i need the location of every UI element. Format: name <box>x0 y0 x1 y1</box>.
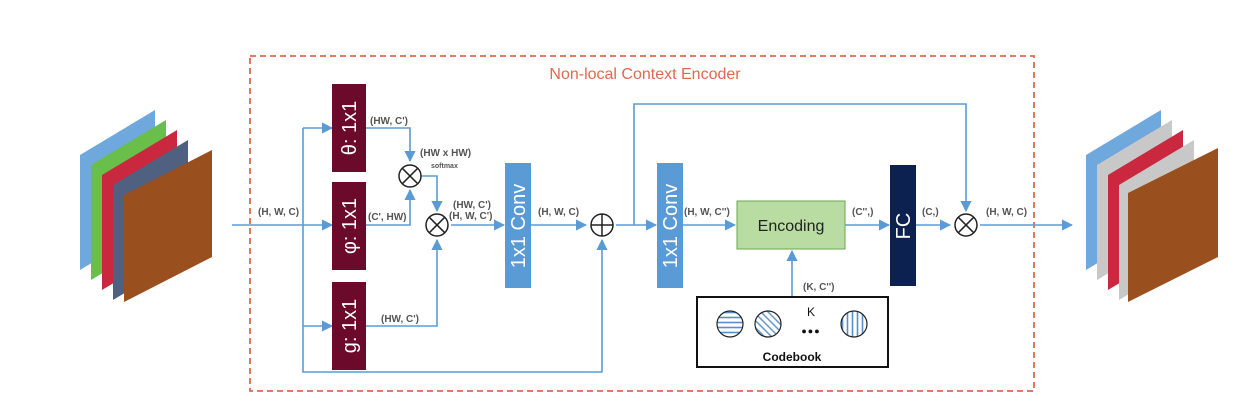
dim-final: (H, W, C) <box>986 207 1027 218</box>
input-feature-map <box>80 110 212 302</box>
conv-block-1-label: 1x1 Conv <box>508 184 530 269</box>
encoding-block: Encoding <box>736 200 846 250</box>
multiply-op-value <box>425 213 449 237</box>
codebook-k-label: K <box>807 305 815 319</box>
g-block: g: 1x1 <box>332 282 366 370</box>
dim-conv-out: (H, W, C) <box>538 207 579 218</box>
dim-phi-out: (C', HW) <box>368 212 406 223</box>
encoder-border <box>249 55 1035 392</box>
dim-mul-out-1: (HW, C') <box>453 200 491 211</box>
dim-fc-out: (C,) <box>922 207 939 218</box>
fc-block: FC <box>890 165 916 286</box>
codebook-label: Codebook <box>763 350 822 364</box>
add-op <box>590 213 614 237</box>
multiply-op-attention <box>398 164 422 188</box>
theta-block: θ: 1x1 <box>332 84 366 172</box>
multiply-op-scale <box>954 213 978 237</box>
conv-block-2: 1x1 Conv <box>657 163 683 288</box>
dim-conv2-out: (H, W, C'') <box>684 207 730 218</box>
connections <box>232 103 1074 373</box>
codebook: K ●●● Codebook <box>696 296 889 368</box>
phi-block: φ: 1x1 <box>332 182 366 270</box>
dim-codebook-in: (K, C'') <box>803 282 834 293</box>
g-label: g: 1x1 <box>339 299 361 353</box>
dim-encoding-out: (C'',) <box>852 207 873 218</box>
fc-label: FC <box>893 213 915 240</box>
softmax-label: softmax <box>431 163 458 170</box>
encoding-label: Encoding <box>758 218 825 235</box>
codeword-k <box>840 310 868 338</box>
dim-g-out: (HW, C') <box>381 314 419 325</box>
conv-block-2-label: 1x1 Conv <box>660 184 682 269</box>
dim-theta-out: (HW, C') <box>370 116 408 127</box>
dim-mul-out-2: (H, W, C') <box>449 211 492 222</box>
theta-label: θ: 1x1 <box>339 101 361 155</box>
output-feature-map <box>1086 110 1218 302</box>
phi-label: φ: 1x1 <box>339 198 361 254</box>
encoder-title: Non-local Context Encoder <box>549 66 741 83</box>
dim-input: (H, W, C) <box>258 207 299 218</box>
codebook-ellipsis: ●●● <box>801 326 820 336</box>
conv-block-1: 1x1 Conv <box>505 163 531 288</box>
dim-attention: (HW x HW) <box>420 148 471 159</box>
codeword-1 <box>716 310 744 338</box>
codeword-2 <box>754 310 782 338</box>
